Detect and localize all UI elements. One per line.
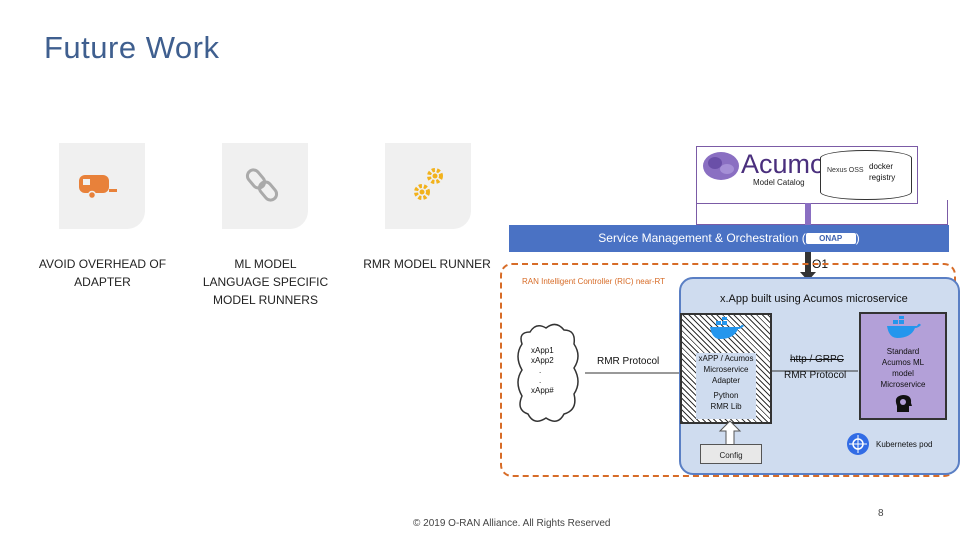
caption-line: AVOID OVERHEAD OF (38, 257, 167, 271)
xapp-list: xApp1 xApp2 . . xApp# (531, 346, 554, 396)
docker-registry-label: docker registry (869, 161, 895, 183)
xapp-item: xApp1 (531, 346, 554, 355)
xapp-item: . (539, 376, 542, 385)
smo-label: Service Management & Orchestration ( (598, 231, 806, 245)
adapter-line: Microservice (703, 365, 749, 374)
xapp-item: xApp2 (531, 356, 554, 365)
adapter-line: Adapter (711, 376, 741, 385)
standard-line: Acumos ML (881, 358, 925, 367)
docker-line: docker (869, 162, 894, 171)
avoid-overhead-caption: AVOID OVERHEAD OF ADAPTER (30, 255, 175, 291)
rmr-arrow (585, 372, 679, 374)
gears-icon (414, 168, 443, 200)
rmr-protocol-label: RMR Protocol (597, 356, 660, 367)
acumos-brain-icon (703, 152, 739, 180)
adapter-inner: xAPP / Acumos Microservice Adapter Pytho… (696, 353, 756, 419)
adapter-box: xAPP / Acumos Microservice Adapter Pytho… (680, 313, 772, 424)
smo-bar: Service Management & Orchestration (ONAP… (509, 225, 949, 252)
ml-model-caption: ML MODEL LANGUAGE SPECIFIC MODEL RUNNERS (193, 255, 338, 309)
http-grpc-label: http / GRPC (790, 354, 844, 365)
caravan-icon (79, 175, 117, 200)
kubernetes-icon (847, 433, 869, 455)
standard-line: Microservice (880, 380, 926, 389)
docker-whale-icon (887, 316, 921, 338)
acumos-outline (696, 200, 948, 225)
rmr-lib-line: RMR Lib (710, 402, 742, 411)
onap-logo: ONAP (805, 233, 856, 245)
adapter-line: xAPP / Acumos (698, 354, 754, 363)
python-line: Python (713, 391, 739, 400)
caption-line: MODEL RUNNERS (213, 293, 318, 307)
ric-label: RAN Intelligent Controller (RIC) near-RT (522, 277, 666, 286)
gears-tile (385, 143, 471, 229)
pod-label: x.App built using Acumos microservice (720, 293, 908, 305)
kubernetes-label: Kubernetes pod (876, 440, 933, 449)
copyright-footer: © 2019 O-RAN Alliance. All Rights Reserv… (413, 518, 611, 529)
ml-head-icon (895, 395, 912, 412)
docker-whale-icon (710, 317, 744, 339)
rmr-model-runner-caption: RMR MODEL RUNNER (363, 257, 491, 271)
model-catalog-label: Model Catalog (753, 178, 805, 187)
caption-line: ML MODEL (234, 257, 297, 271)
grpc-arrow (770, 370, 858, 372)
nexus-registry-cylinder: Nexus OSS docker registry (820, 150, 912, 200)
smo-close: ) (855, 231, 860, 245)
registry-line: registry (869, 173, 896, 182)
nexus-label: Nexus OSS (827, 167, 864, 174)
xapp-item: . (539, 366, 542, 375)
page-number: 8 (878, 508, 884, 519)
rmr-protocol-label-2: RMR Protocol (784, 370, 847, 381)
xapp-item: xApp# (531, 386, 554, 395)
standard-line: model (892, 369, 914, 378)
caption-line: LANGUAGE SPECIFIC (202, 275, 329, 289)
link-tile (222, 143, 308, 229)
standard-line: Standard (886, 347, 920, 356)
standard-inner: Standard Acumos ML model Microservice (861, 346, 945, 390)
acumos-connector (805, 203, 811, 225)
xapps-cloud (517, 323, 579, 422)
link-icon (245, 168, 279, 202)
config-arrow (718, 420, 742, 446)
caravan-tile (59, 143, 145, 229)
standard-microservice-box: Standard Acumos ML model Microservice (859, 312, 947, 420)
config-box: Config (700, 444, 762, 464)
caption-line: ADAPTER (74, 275, 131, 289)
slide-title: Future Work (44, 30, 220, 65)
